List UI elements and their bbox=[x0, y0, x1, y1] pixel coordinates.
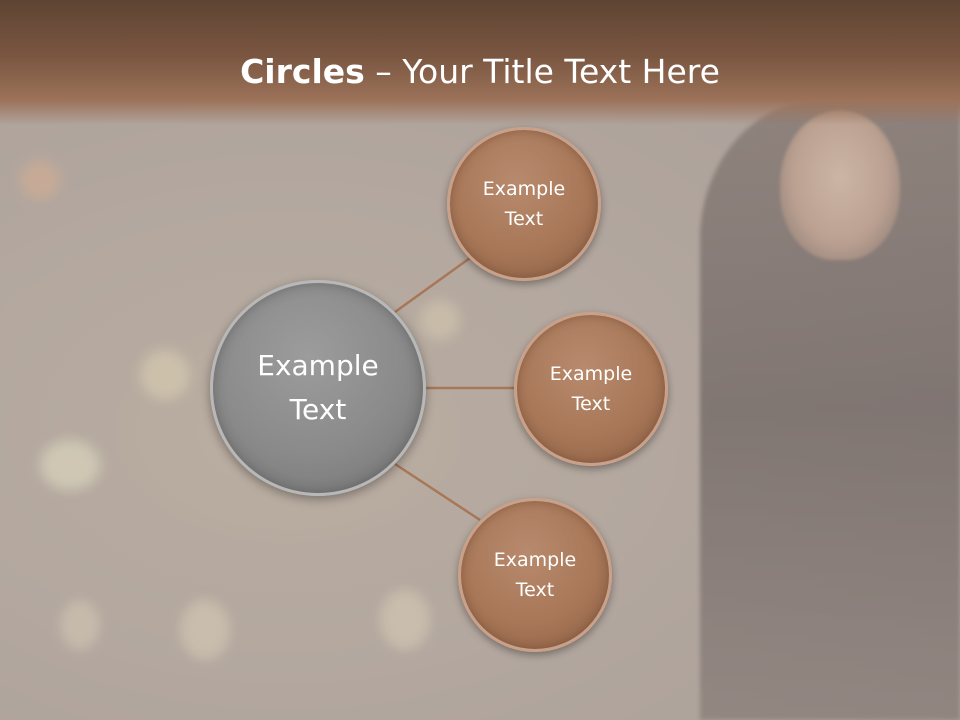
background-bokeh bbox=[420, 300, 460, 340]
center-circle-line2: Text bbox=[289, 393, 347, 426]
background-bokeh bbox=[20, 160, 60, 200]
background-bokeh bbox=[60, 600, 100, 650]
title-bar bbox=[0, 0, 960, 125]
background-bokeh bbox=[380, 590, 430, 650]
satellite-circle-line2: Text bbox=[515, 579, 555, 601]
background-person-face bbox=[780, 110, 900, 260]
background-bokeh bbox=[140, 350, 190, 400]
satellite-circle-bottom[interactable]: Example Text bbox=[458, 498, 612, 652]
connector-line-bottom bbox=[394, 462, 481, 522]
satellite-circle-middle[interactable]: Example Text bbox=[514, 312, 668, 466]
connector-line-top bbox=[394, 256, 471, 314]
center-circle-line1: Example bbox=[257, 349, 379, 382]
title-bold: Circles bbox=[240, 52, 365, 91]
satellite-circle-top[interactable]: Example Text bbox=[447, 127, 601, 281]
satellite-circle-line2: Text bbox=[504, 208, 544, 230]
satellite-circle-line1: Example bbox=[549, 363, 633, 385]
satellite-circle-line1: Example bbox=[493, 549, 577, 571]
slide-title[interactable]: Circles – Your Title Text Here bbox=[0, 52, 960, 91]
satellite-circle-line1: Example bbox=[482, 178, 566, 200]
satellite-circle-line2: Text bbox=[571, 393, 611, 415]
center-circle[interactable]: Example Text bbox=[210, 280, 426, 496]
background-bokeh bbox=[180, 600, 230, 660]
title-rest: – Your Title Text Here bbox=[364, 52, 720, 91]
background-bokeh bbox=[40, 440, 100, 490]
